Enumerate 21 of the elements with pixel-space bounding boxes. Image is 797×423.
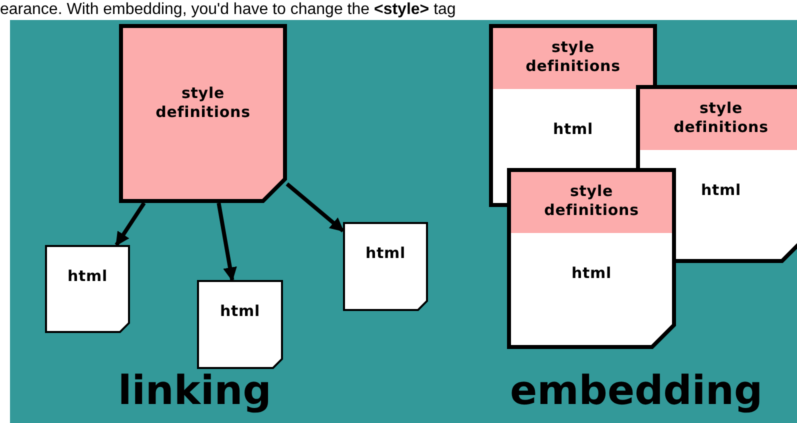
node-text: html (365, 244, 406, 263)
node-text: style definitions (543, 182, 640, 220)
node-text: style definitions (154, 84, 252, 122)
node-text: style definitions (524, 38, 622, 76)
document-page (45, 245, 130, 333)
section-heading: embedding (510, 368, 763, 414)
arrow (216, 202, 237, 282)
arrow (286, 182, 344, 232)
document-page (119, 24, 287, 203)
node-text: html (67, 267, 108, 286)
document-page (507, 168, 676, 349)
node-text: html (552, 120, 594, 138)
node-text: html (700, 180, 742, 200)
document-page (197, 280, 283, 369)
section-heading: linking (118, 368, 272, 414)
arrow (114, 202, 146, 246)
document-page (343, 222, 428, 311)
caption-text: earance. With embedding, you'd have to change the <style> tag (0, 0, 456, 19)
node-text: style definitions (672, 98, 770, 136)
node-text: html (220, 302, 260, 321)
node-text: html (571, 264, 612, 282)
